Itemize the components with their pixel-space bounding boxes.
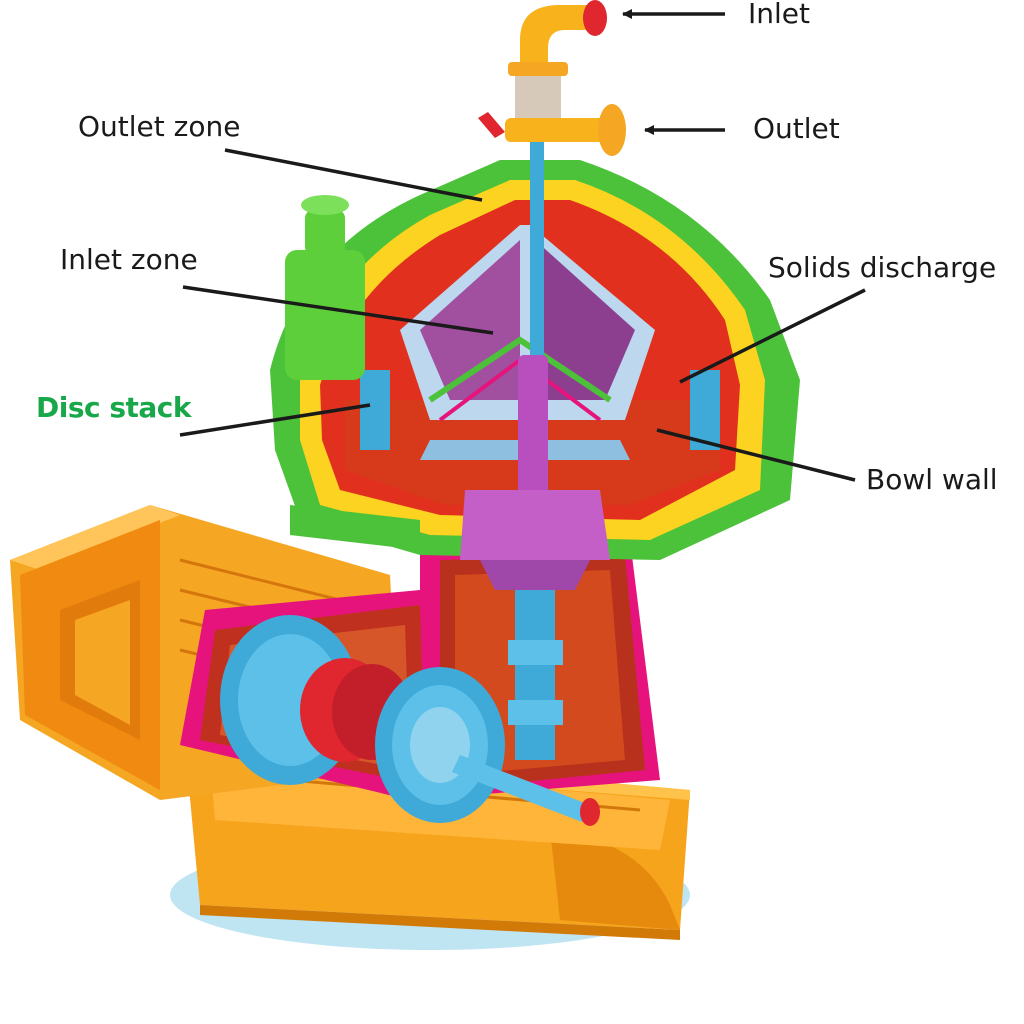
solids-discharge-leader [679,288,866,384]
drive-pulley [220,615,600,826]
inlet-zone-label: Inlet zone [60,243,198,276]
outlet-label: Outlet [753,112,840,145]
bowl-wall-leader [656,428,856,482]
pipes [478,0,626,156]
disc-stack-leader [179,403,371,437]
inlet-label: Inlet [748,0,810,30]
solids-discharge-label: Solids discharge [768,251,997,284]
outlet-zone-leader [224,148,483,202]
bowl-wall-label: Bowl wall [866,463,998,496]
leader-lines [179,9,866,482]
inlet-zone-leader [182,285,494,335]
spindle [460,30,610,760]
disc-stack-label: Disc stack [36,391,192,424]
outlet-zone-label: Outlet zone [78,110,241,143]
